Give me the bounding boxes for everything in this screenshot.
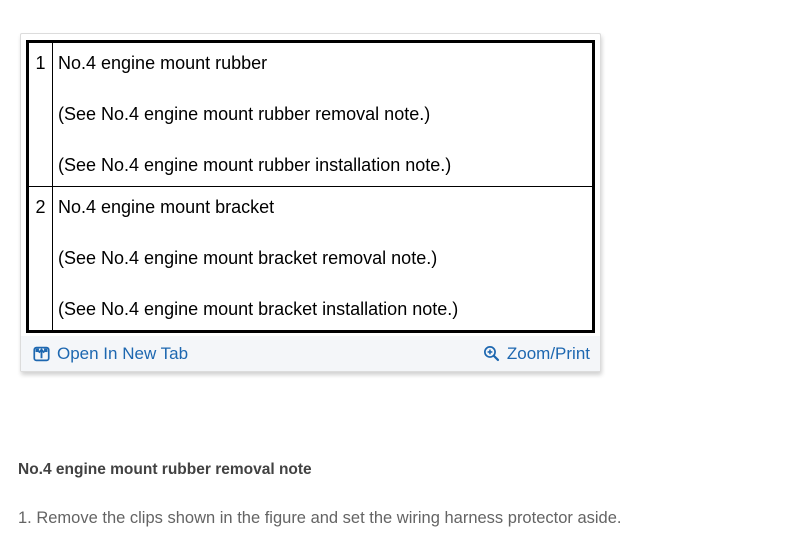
see-installation-note: (See No.4 engine mount bracket installat… <box>58 299 459 319</box>
note-section: No.4 engine mount rubber removal note 1.… <box>0 460 807 529</box>
part-name: No.4 engine mount rubber <box>58 53 268 73</box>
row-number: 1 <box>27 41 53 187</box>
table-row: 2 No.4 engine mount bracket (See No.4 en… <box>27 186 594 332</box>
row-description: No.4 engine mount bracket (See No.4 engi… <box>52 186 594 332</box>
note-step-1: 1. Remove the clips shown in the figure … <box>18 509 622 527</box>
part-name: No.4 engine mount bracket <box>58 197 275 217</box>
see-removal-note: (See No.4 engine mount rubber removal no… <box>58 104 431 124</box>
see-installation-note: (See No.4 engine mount rubber installati… <box>58 155 452 175</box>
table-row: 1 No.4 engine mount rubber (See No.4 eng… <box>27 41 594 187</box>
open-in-new-tab-link[interactable]: Open In New Tab <box>33 344 188 364</box>
note-heading: No.4 engine mount rubber removal note <box>18 461 312 478</box>
see-removal-note: (See No.4 engine mount bracket removal n… <box>58 248 438 268</box>
row-description: No.4 engine mount rubber (See No.4 engin… <box>52 41 594 187</box>
zoom-magnifier-plus-icon <box>483 345 500 362</box>
figure-card-footer: Open In New Tab Zoom/Print <box>21 336 600 371</box>
parts-table: 1 No.4 engine mount rubber (See No.4 eng… <box>26 40 595 333</box>
open-in-new-tab-label: Open In New Tab <box>57 343 189 363</box>
open-in-new-tab-icon <box>33 346 50 362</box>
zoom-print-link[interactable]: Zoom/Print <box>483 344 590 364</box>
figure-table-card: 1 No.4 engine mount rubber (See No.4 eng… <box>20 33 601 372</box>
row-number: 2 <box>27 186 53 332</box>
parts-table-wrapper: 1 No.4 engine mount rubber (See No.4 eng… <box>21 34 600 336</box>
zoom-print-label: Zoom/Print <box>506 343 590 363</box>
